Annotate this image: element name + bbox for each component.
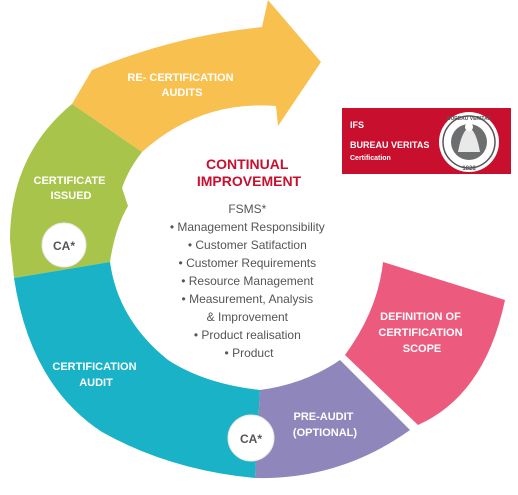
ca-badge-bottom-label: CA* [240,432,262,446]
recert-label-line1: RE- CERTIFICATION [127,72,233,84]
center-item: • Product [225,346,275,360]
center-item: • Measurement, Analysis [182,292,314,306]
logo-certification: Certification [350,155,391,162]
scope-label-line1: DEFINITION OF [380,311,461,323]
svg-text:CERTIFICATE ISSUED: CERTIFICATE ISSUED [34,175,109,202]
center-item: • Customer Satifaction [188,238,307,252]
ca-badge-top-label: CA* [53,239,75,253]
center-item: & Improvement [207,310,289,324]
center-item: FSMS* [228,202,266,216]
seal-year: 1828 [462,166,476,172]
center-item: • Management Responsibility [170,220,325,234]
svg-text:CONTINUAL IMPROVEMENT: CONTINUAL IMPROVEMENT [197,156,302,189]
center-item: • Resource Management [181,274,314,288]
center-title-line2: IMPROVEMENT [197,173,302,189]
segment-certificate-issued [10,104,142,278]
logo-bureau-veritas: BUREAU VERITAS [350,140,429,150]
recert-label-line2: AUDITS [162,87,203,99]
svg-text:FSMS* • Management Respons: FSMS* • Management Responsibility • Cust… [170,202,328,360]
issued-label-line1: CERTIFICATE [34,175,106,187]
issued-label-line2: ISSUED [51,190,92,202]
audit-label-line2: AUDIT [79,377,113,389]
scope-label-line2: CERTIFICATION [378,327,462,339]
segment-certification-audit [14,262,260,478]
center-title-line1: CONTINUAL [206,156,289,172]
center-item: • Product realisation [194,328,301,342]
logo-ifs: IFS [350,120,364,130]
svg-text:RE- CERTIFICATION AUDITS: RE- CERTIFICATION AUDITS [127,72,236,99]
bureau-veritas-logo: IFS BUREAU VERITAS Certification BUREAU … [342,108,511,174]
svg-text:PRE-AUDIT (OPTIONAL): PRE-AUDIT (OPTIONAL) [293,411,357,439]
scope-label-line3: SCOPE [403,343,442,355]
ca-badge-bottom: CA* [227,414,275,462]
center-item: • Customer Requirements [179,256,317,270]
bureau-veritas-seal-icon: BUREAU VERITAS 1828 [439,112,499,172]
svg-text:CERTIFICATION AUDIT: CERTIFICATION AUDIT [52,361,139,389]
seal-top-text: BUREAU VERITAS [447,116,492,122]
ca-badge-top: CA* [41,222,87,268]
preaudit-label-line2: (OPTIONAL) [293,427,357,439]
segment-definition-of-scope [345,262,505,425]
svg-text:DEFINITION OF CERTIFICATIO: DEFINITION OF CERTIFICATION SCOPE [378,311,465,355]
segment-pre-audit [255,360,410,479]
segment-recertification-audits [72,0,321,152]
preaudit-label-line1: PRE-AUDIT [294,411,354,423]
audit-label-line1: CERTIFICATION [52,361,136,373]
